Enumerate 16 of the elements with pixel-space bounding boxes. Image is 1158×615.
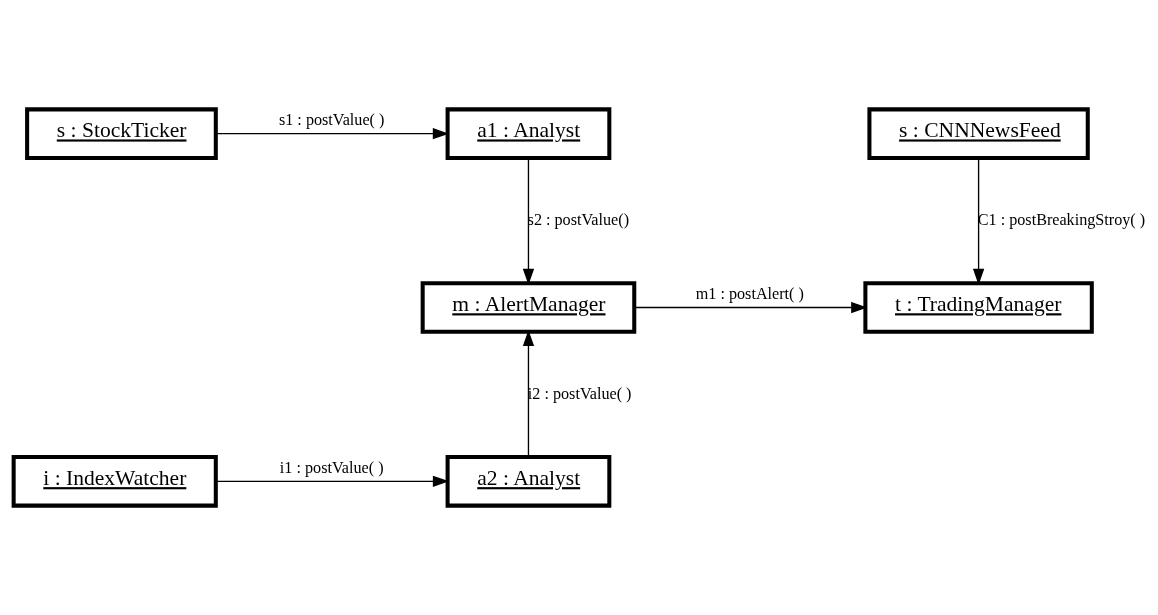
edge-label: m1 : postAlert( ) (695, 284, 804, 302)
arrow (522, 157, 535, 285)
arrow (972, 157, 985, 285)
node-box: s : StockTicker (25, 107, 218, 160)
edge-label: i1 : postValue( ) (279, 458, 384, 476)
node-box: m : AlertManager (420, 281, 637, 334)
edge-label: s1 : postValue( ) (278, 111, 385, 129)
arrow (215, 127, 449, 140)
edge-label: C1 : postBreakingStroy( ) (977, 210, 1146, 228)
node-box: s : CNNNewsFeed (867, 107, 1090, 160)
arrow (633, 301, 868, 314)
node-box: a2 : Analyst (445, 455, 612, 508)
edge-label: i2 : postValue( ) (527, 384, 632, 402)
node-box: i : IndexWatcher (11, 455, 218, 508)
node-box: a1 : Analyst (445, 107, 612, 160)
node-box: t : TradingManager (863, 281, 1094, 334)
